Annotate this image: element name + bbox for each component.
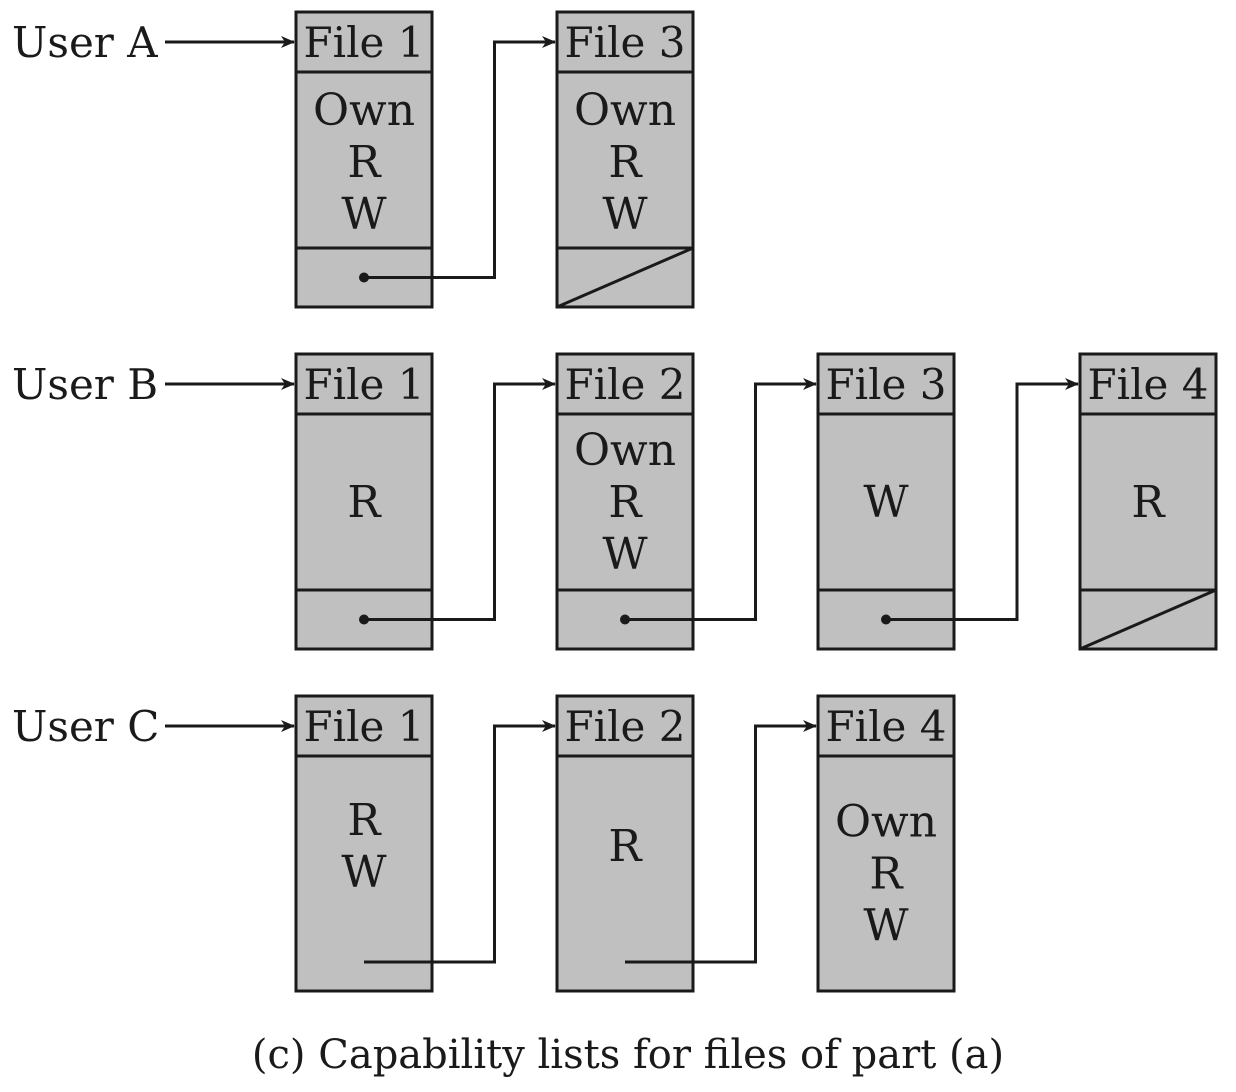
node-file-name: File 1 [304, 360, 425, 409]
node-file-name: File 2 [565, 360, 686, 409]
next-pointer-arrow [625, 378, 817, 621]
capability-node: File 1 R [294, 352, 556, 651]
user-label: User B [12, 360, 158, 409]
permission-w: W [602, 189, 648, 240]
permission-own: Own [574, 425, 676, 476]
node-file-name: File 3 [826, 360, 947, 409]
permission-w: W [602, 529, 648, 580]
permission-own: Own [574, 85, 676, 136]
node-box [816, 694, 956, 993]
node-box [555, 694, 695, 993]
node-file-name: File 2 [565, 702, 686, 751]
permission-r: R [1131, 477, 1166, 528]
next-pointer-arrow [364, 720, 556, 964]
node-box [294, 10, 434, 309]
node-box [294, 694, 434, 993]
permission-w: W [863, 901, 909, 952]
capability-node: File 1 RW [294, 694, 556, 993]
permission-r: R [347, 137, 382, 188]
capability-node: File 2 R [555, 694, 817, 993]
node-file-name: File 1 [304, 18, 425, 67]
next-pointer-arrow [364, 36, 556, 279]
next-pointer-arrow [625, 720, 817, 964]
null-pointer-slash [1079, 588, 1217, 651]
permission-r: R [608, 821, 643, 872]
permission-r: R [608, 137, 643, 188]
node-file-name: File 4 [826, 702, 947, 751]
node-box [555, 352, 695, 651]
user-label: User A [12, 18, 158, 67]
permission-w: W [341, 189, 387, 240]
permission-w: W [863, 477, 909, 528]
node-box [816, 352, 956, 651]
permission-own: Own [313, 85, 415, 136]
permission-r: R [347, 795, 382, 846]
next-pointer-arrow [886, 378, 1079, 621]
capability-node: File 3 W [816, 352, 1079, 651]
permission-r: R [347, 477, 382, 528]
node-file-name: File 1 [304, 702, 425, 751]
user-label: User C [12, 702, 159, 751]
figure-caption: (c) Capability lists for files of part (… [252, 1032, 1004, 1078]
permission-own: Own [835, 797, 937, 848]
null-pointer-slash [556, 246, 694, 309]
node-box [294, 352, 434, 651]
permission-r: R [869, 849, 904, 900]
next-pointer-arrow [364, 378, 556, 621]
node-file-name: File 3 [565, 18, 686, 67]
permission-w: W [341, 847, 387, 898]
node-file-name: File 4 [1088, 360, 1209, 409]
permission-r: R [608, 477, 643, 528]
capability-node: File 4 R [1078, 352, 1218, 651]
